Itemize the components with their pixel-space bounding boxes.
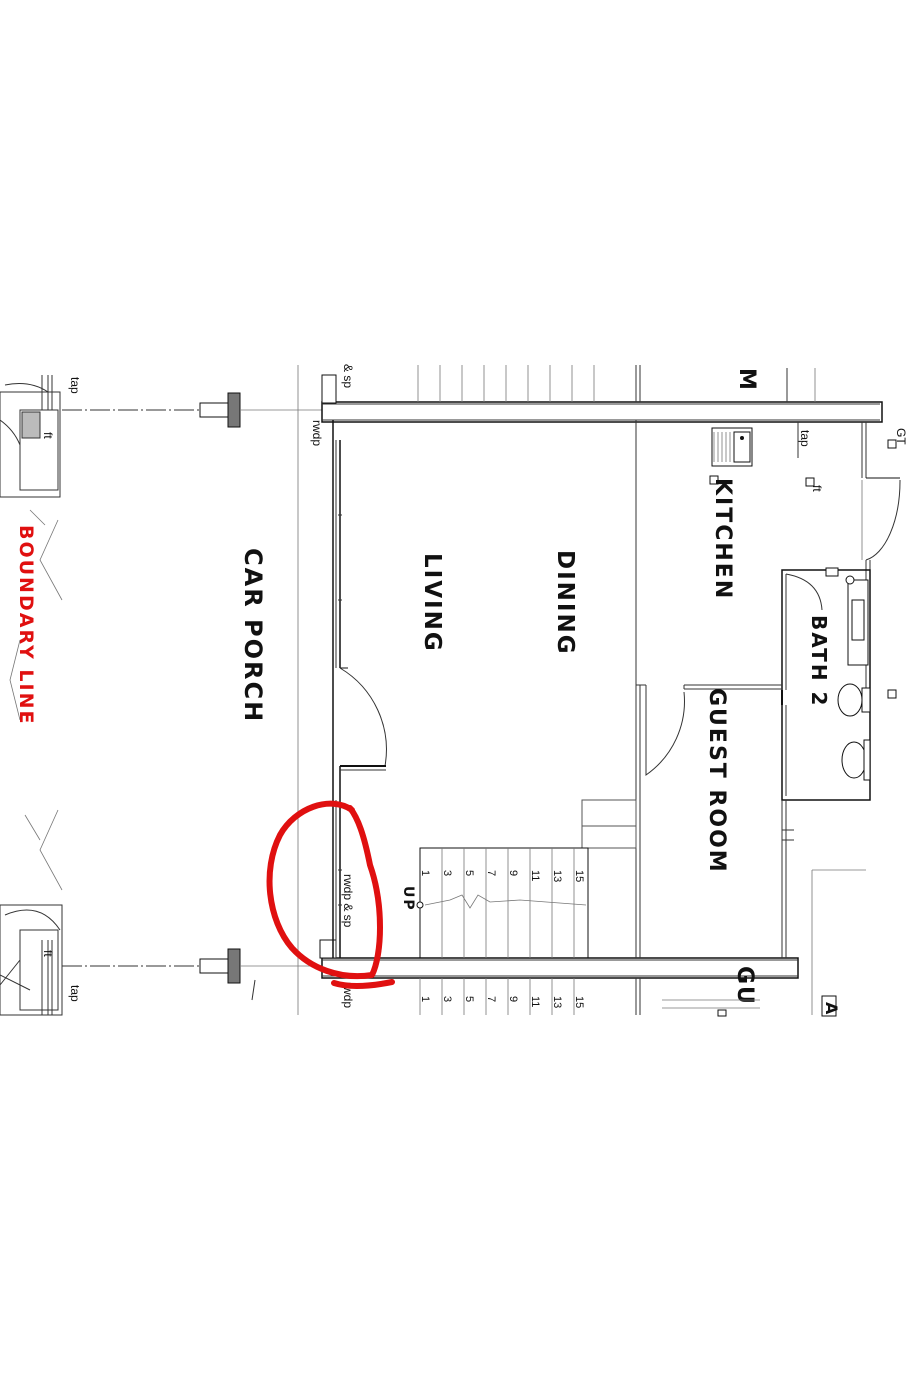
stair-number-7: 7 — [485, 870, 497, 876]
boundary-wall-top-left — [0, 375, 61, 498]
stair-number-lower-1: 1 — [419, 996, 431, 1002]
stair-number-13: 13 — [551, 870, 563, 882]
stair-number-lower-5: 5 — [463, 996, 475, 1002]
stair-number-lower-13: 13 — [551, 996, 563, 1008]
ft-label-kitchen: ft — [810, 485, 824, 492]
bath-2 — [781, 567, 871, 801]
room-partial-a: A — [822, 1002, 841, 1016]
stair-above-top — [417, 365, 595, 402]
tap-label-top: tap — [68, 377, 82, 394]
stair-number-5: 5 — [463, 870, 475, 876]
annotation-circle — [266, 800, 395, 989]
room-bath-2: BATH 2 — [807, 615, 831, 707]
kitchen-sink — [711, 427, 753, 467]
stair-number-1: 1 — [419, 870, 431, 876]
rwdp-label-top: rwdp — [310, 420, 324, 446]
staircase — [416, 847, 589, 959]
room-dining: DINING — [552, 550, 578, 656]
room-partial-m: M — [734, 368, 759, 392]
gate-track-bottom — [62, 948, 322, 1001]
stair-number-lower-3: 3 — [441, 996, 453, 1002]
ft-label-top: ft — [41, 432, 55, 439]
rwdp-sp-label-stair: rwdp & sp — [341, 874, 355, 928]
sp-label-top: & sp — [341, 364, 355, 388]
staircase-lower — [419, 978, 575, 1015]
stair-up-label: UP — [400, 886, 416, 912]
boundary-line-label: BOUNDARY LINE — [15, 525, 37, 725]
floor-trap-bath — [805, 477, 815, 487]
room-car-porch: CAR PORCH — [239, 548, 267, 723]
gt-label: GT — [894, 428, 908, 445]
room-kitchen: KITCHEN — [710, 478, 735, 600]
stair-number-lower-15: 15 — [573, 996, 585, 1008]
main-entrance-door — [339, 667, 387, 771]
ft-label-bottom: ft — [41, 950, 55, 957]
stair-number-15: 15 — [573, 870, 585, 882]
gate-track-top — [62, 392, 340, 428]
boundary-chevrons — [9, 509, 63, 891]
room-living: LIVING — [419, 553, 445, 653]
tap-label-bottom: tap — [68, 985, 82, 1002]
room-partial-gu: GU — [732, 966, 757, 1006]
stair-number-lower-11: 11 — [529, 996, 541, 1007]
stair-number-11: 11 — [529, 870, 541, 881]
party-wall-top — [321, 374, 883, 423]
tap-label-kitchen: tap — [798, 430, 812, 447]
boundary-wall-bottom-left — [0, 904, 63, 1016]
stair-number-3: 3 — [441, 870, 453, 876]
room-guest-room: GUEST ROOM — [704, 688, 729, 874]
stair-number-lower-7: 7 — [485, 996, 497, 1002]
front-wall — [332, 420, 342, 958]
stair-number-9: 9 — [507, 870, 519, 876]
floor-trap-kitchen — [709, 475, 719, 485]
stair-number-lower-9: 9 — [507, 996, 519, 1002]
party-wall-bottom — [319, 939, 799, 979]
